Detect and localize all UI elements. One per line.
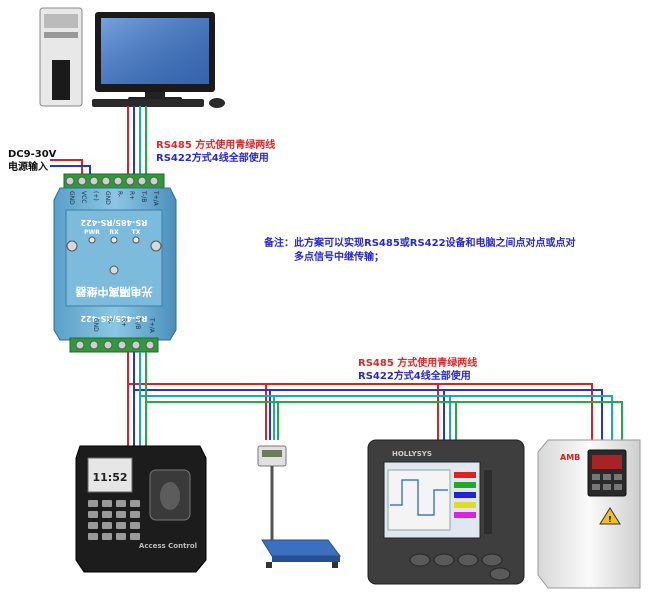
- terminal-label: (+): [92, 191, 99, 201]
- led-rx-label: RX: [109, 229, 119, 236]
- module-leds: PWR RX TX: [84, 229, 141, 244]
- warning-icon: [599, 507, 621, 525]
- meter-trace: [390, 479, 448, 516]
- access-display-time: 11:52: [92, 471, 127, 484]
- terminal-label: VCC: [80, 191, 87, 203]
- terminal-screws-top: [65, 176, 159, 186]
- power-input: 电源输入: [8, 160, 48, 173]
- inverter-device: AMB !: [537, 439, 641, 589]
- monitor-neck: [145, 92, 165, 98]
- terminal-label: R+: [120, 318, 127, 327]
- bus-wires: [127, 352, 623, 446]
- scale-platform: [261, 539, 341, 557]
- terminal-label: R-: [106, 318, 113, 324]
- scale-foot-right: [332, 562, 338, 568]
- repeater-module: T+/A T-/B R+ R- GND (+) VCC GND RS-485/RS-422 P…: [53, 173, 177, 353]
- pc-drive-bay: [44, 14, 78, 28]
- meter-side-strip: [484, 470, 492, 534]
- terminal-label: T+/A: [148, 317, 155, 334]
- note-line-1: 备注：此方案可以实现RS485或RS422设备和电脑之间点对点或点对: [263, 236, 576, 249]
- terminal-label: GND: [92, 318, 99, 332]
- pc-front-panel: [52, 60, 70, 100]
- module-screw-left: [66, 240, 78, 252]
- scale-indicator-lcd: [262, 450, 282, 457]
- inverter-display: [592, 455, 622, 469]
- led-pwr-label: PWR: [84, 229, 100, 236]
- inverter-keys: [592, 474, 622, 490]
- meter-buttons: [409, 553, 511, 581]
- bus-wire-red: [127, 352, 593, 440]
- warning-mark: !: [608, 515, 612, 524]
- weighing-scale-device: [257, 445, 341, 568]
- computer: [39, 7, 225, 108]
- meter-graph: [387, 469, 451, 531]
- keyboard: [92, 99, 204, 107]
- terminal-labels-top: T+/A T-/B R+ R- GND (+) VCC GND: [68, 190, 159, 207]
- scale-foot-left: [266, 562, 272, 568]
- monitor-screen-glow: [101, 18, 209, 84]
- top-rs422-note: RS422方式4线全部使用: [156, 151, 269, 164]
- bus-wire-green: [145, 352, 623, 440]
- terminal-label: T+/A: [152, 190, 159, 207]
- led-pwr-icon: [88, 236, 96, 244]
- bottom-rs422-note: RS422方式4线全部使用: [358, 369, 471, 382]
- fingerprint-pad: [160, 482, 180, 510]
- terminal-label: R-: [116, 191, 123, 197]
- meter-legend: [454, 472, 476, 518]
- module-face: [65, 209, 163, 307]
- access-screen: [87, 457, 133, 493]
- note-line-2: 多点信号中继传输；: [294, 250, 384, 263]
- inverter-brand: AMB: [560, 453, 580, 462]
- power-voltage: DC9-30V: [8, 149, 57, 160]
- top-wires: [127, 106, 147, 178]
- terminal-label: GND: [68, 191, 75, 205]
- terminal-label: T-/B: [134, 317, 141, 329]
- power-wire-positive: [50, 159, 83, 178]
- module-model-top: RS-485/RS-422: [81, 218, 148, 227]
- led-rx-icon: [110, 236, 118, 244]
- bus-wire-blue: [133, 352, 603, 440]
- pc-drive-slot: [44, 32, 78, 38]
- terminal-label: T-/B: [140, 190, 147, 202]
- access-brand: Access Control: [139, 542, 197, 550]
- bottom-rs485-note: RS485 方式使用青绿两线: [358, 356, 477, 369]
- terminal-screws-bottom: [75, 340, 155, 350]
- access-control-device: 11:52 Access Control: [75, 445, 207, 573]
- led-tx-label: TX: [132, 229, 141, 236]
- access-keypad: [88, 500, 140, 540]
- scale-platform-edge: [272, 556, 340, 562]
- module-title: 光电隔离中继器: [75, 285, 154, 299]
- module-center-screw: [109, 265, 119, 275]
- mouse: [209, 98, 225, 108]
- meter-brand: HOLLYSYS: [392, 450, 432, 458]
- top-rs485-note: RS485 方式使用青绿两线: [156, 138, 275, 151]
- power-label: DC9-30V 电源输入: [8, 149, 57, 173]
- terminal-label: R+: [128, 191, 135, 200]
- terminal-label: GND: [104, 191, 111, 205]
- bus-wire-cyan: [139, 352, 613, 440]
- led-tx-icon: [132, 236, 140, 244]
- meter-device: HOLLYSYS: [367, 439, 525, 585]
- module-model-bottom: RS-485/RS-422: [81, 314, 148, 323]
- module-screw-right: [150, 240, 162, 252]
- terminal-labels-bottom: T+/A T-/B R+ R- GND: [92, 317, 155, 334]
